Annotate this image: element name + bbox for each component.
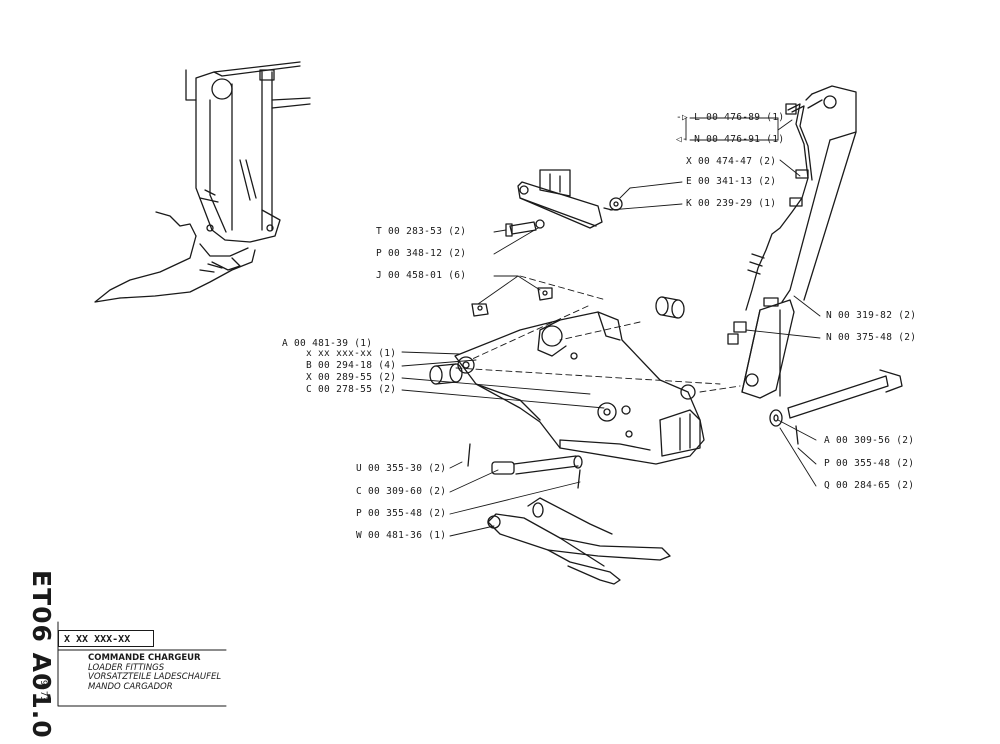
label-b: B 00 294-18 (4) — [306, 360, 397, 371]
outlet-marker-icon: ◁- — [676, 134, 689, 145]
nuts-j — [471, 287, 553, 317]
lift-arm — [741, 85, 857, 399]
title-de: VORSATZTEILE LADESCHAUFEL — [88, 672, 222, 682]
label-c-278: C 00 278-55 (2) — [306, 384, 397, 395]
label-k: K 00 239-29 (1) — [686, 198, 777, 209]
lower-frame-w — [487, 497, 671, 585]
label-w: W 00 481-36 (1) — [356, 530, 447, 541]
label-t: T 00 283-53 (2) — [376, 226, 467, 237]
pin-a-right — [769, 369, 903, 445]
label-x-xx: x xx xxx-xx (1) — [306, 348, 397, 359]
label-p-355-right: P 00 355-48 (2) — [824, 458, 915, 469]
title-lines: COMMANDE CHARGEUR LOADER FITTINGS VORSAT… — [88, 653, 222, 692]
label-p-348: P 00 348-12 (2) — [376, 248, 467, 259]
sheet-date-text: 9-73 — [38, 680, 48, 702]
label-l: L 00 476-89 (1) — [694, 112, 785, 123]
title-en: LOADER FITTINGS — [88, 662, 165, 673]
label-u: U 00 355-30 (2) — [356, 463, 447, 474]
label-j: J 00 458-01 (6) — [376, 270, 467, 281]
part-number-box: X XX XXX-XX — [58, 630, 154, 647]
overview-loader-sketch — [94, 61, 311, 303]
leader-lines — [401, 117, 821, 537]
label-n-375: N 00 375-48 (2) — [826, 332, 917, 343]
sheet-date: 9-73 — [38, 680, 70, 702]
label-c-309: C 00 309-60 (2) — [356, 486, 447, 497]
main-bracket — [454, 311, 705, 465]
title-fr: COMMANDE CHARGEUR — [88, 653, 201, 663]
label-x-474: X 00 474-47 (2) — [686, 156, 777, 167]
label-q: Q 00 284-65 (2) — [824, 480, 915, 491]
bushing-top — [655, 296, 685, 319]
label-n-319: N 00 319-82 (2) — [826, 310, 917, 321]
pin-c-left — [467, 443, 583, 489]
label-x-289: X 00 289-55 (2) — [306, 372, 397, 383]
upper-bracket — [517, 169, 623, 229]
title-es: MANDO CARGADOR — [88, 681, 173, 692]
inlet-marker-icon: -▷ — [676, 112, 689, 123]
label-n-476: N 00 476-91 (1) — [694, 134, 785, 145]
title-frame — [57, 621, 227, 707]
label-a-309: A 00 309-56 (2) — [824, 435, 915, 446]
sheet-code-text: ET06 A01.0 — [27, 570, 56, 739]
label-p-355-left: P 00 355-48 (2) — [356, 508, 447, 519]
hydraulic-line — [727, 103, 813, 345]
label-a-481: A 00 481-39 (1) — [282, 338, 373, 349]
label-e: E 00 341-13 (2) — [686, 176, 777, 187]
